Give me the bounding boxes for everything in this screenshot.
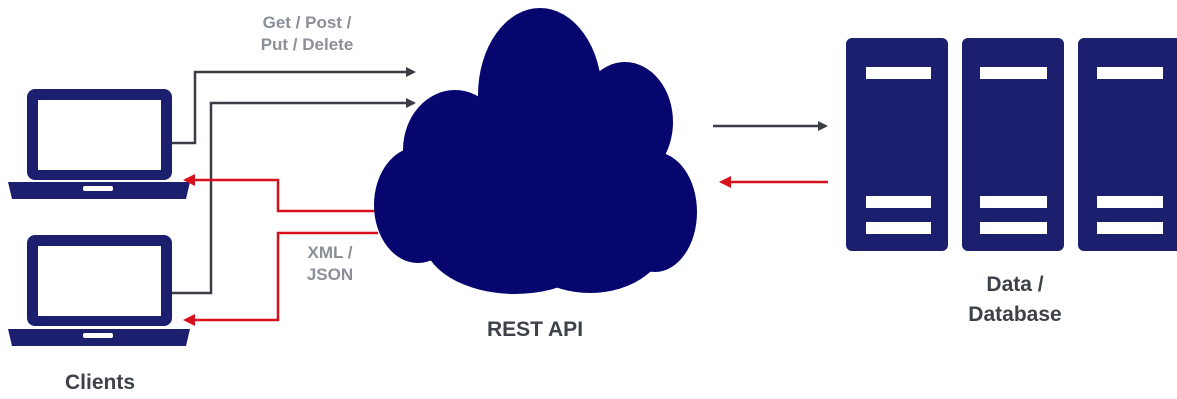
server-icon [846, 38, 948, 251]
database-label: Data / Database [940, 270, 1090, 330]
server-icon [962, 38, 1064, 251]
database-label-line: Database [968, 303, 1062, 326]
request-arrow [172, 98, 416, 295]
laptop-icon [8, 89, 190, 199]
server-icon [1078, 38, 1177, 251]
request-methods-line: Get / Post / [262, 13, 352, 32]
response-format-line: JSON [306, 265, 354, 284]
request-arrow [172, 67, 416, 145]
request-methods-line: Put / Delete [260, 35, 354, 54]
request-methods-label: Get / Post / Put / Delete [232, 12, 382, 56]
clients-label: Clients [64, 371, 135, 394]
response-arrow [183, 174, 378, 213]
response-format-label: XML / JSON [290, 242, 370, 286]
response-arrow [183, 231, 378, 326]
cloud-icon [374, 8, 697, 294]
response-arrows [183, 174, 378, 326]
rest-api-label: REST API [486, 318, 584, 341]
request-arrows [172, 67, 416, 295]
database-label-line: Data / [986, 273, 1044, 296]
response-format-line: XML / [307, 243, 353, 262]
laptop-icon [8, 235, 190, 346]
